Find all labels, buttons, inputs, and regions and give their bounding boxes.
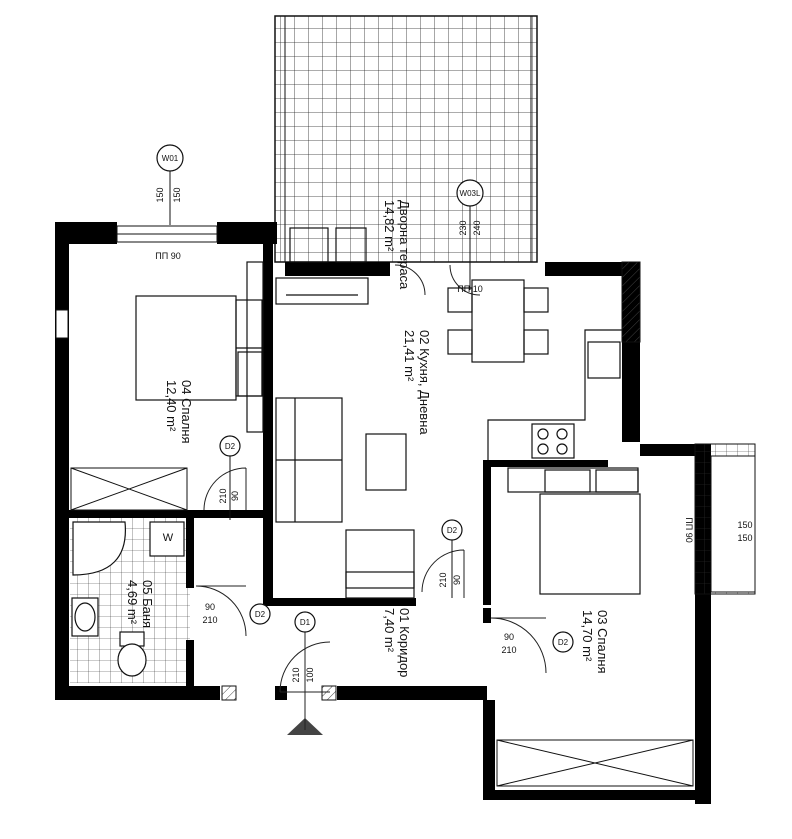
terrace: [274, 15, 538, 263]
room-bed03-name: 03 Спалня: [595, 610, 610, 674]
tag-w: W: [163, 532, 174, 544]
dim-d2c-90: 90: [205, 602, 215, 612]
dim-pp90: ПП 90: [155, 251, 180, 261]
dim-d2c-210: 210: [202, 615, 217, 625]
dim-w01-a: 150: [155, 187, 165, 202]
windows: [55, 225, 756, 701]
tag-d2-d: D2: [558, 638, 569, 647]
tag-d1: D1: [300, 618, 311, 627]
dim-d1-210: 210: [291, 667, 301, 682]
room-hall01-name: 01 Коридор: [397, 608, 412, 677]
bed-04: [135, 261, 264, 433]
dim-right-150b: 150: [737, 533, 752, 543]
tag-w03l: W03L: [460, 189, 481, 198]
bed-03: [507, 467, 641, 595]
dim-w01-b: 150: [172, 187, 182, 202]
room-kitchen-area: 21,41 m²: [402, 330, 417, 382]
wardrobe-04: [70, 467, 188, 511]
dim-pp10: ПП 10: [457, 284, 482, 294]
tag-w01: W01: [162, 154, 179, 163]
room-bed03-area: 14,70 m²: [580, 610, 595, 662]
tag-d2-c: D2: [255, 610, 266, 619]
dim-w03l-b: 230: [458, 220, 468, 235]
room-bed04-name: 04 Спалня: [179, 380, 194, 444]
bathroom-fixtures: [71, 521, 185, 677]
tags: [156, 144, 574, 653]
room-hall01-area: 7,40 m²: [382, 608, 397, 653]
kitchen-furniture: [275, 227, 622, 599]
dim-d1-100: 100: [305, 667, 315, 682]
dim-d2a-210: 210: [218, 488, 228, 503]
dim-right-150a: 150: [737, 520, 752, 530]
room-terrace-name: Дворна тераса: [397, 200, 412, 290]
room-terrace-area: 14,82 m²: [382, 200, 397, 252]
dim-w03l-a: 240: [472, 220, 482, 235]
door-swings: [195, 264, 547, 693]
wardrobe-03: [496, 739, 694, 787]
dim-pp90-right: ПП 90: [684, 517, 694, 542]
walls: [55, 222, 711, 804]
dim-d2a-90: 90: [230, 491, 240, 501]
dim-d2d-210: 210: [501, 645, 516, 655]
dim-d2b-90: 90: [452, 575, 462, 585]
room-bed04-area: 12,40 m²: [164, 380, 179, 432]
tag-d2-b: D2: [447, 526, 458, 535]
room-bath05-name: 05 Баня: [140, 580, 155, 628]
dim-d2b-210: 210: [438, 572, 448, 587]
tag-d2-a: D2: [225, 442, 236, 451]
room-bath05-area: 4,69 m²: [125, 580, 140, 625]
dim-d2d-90: 90: [504, 632, 514, 642]
room-kitchen-name: 02 Кухня, Дневна: [417, 330, 432, 435]
